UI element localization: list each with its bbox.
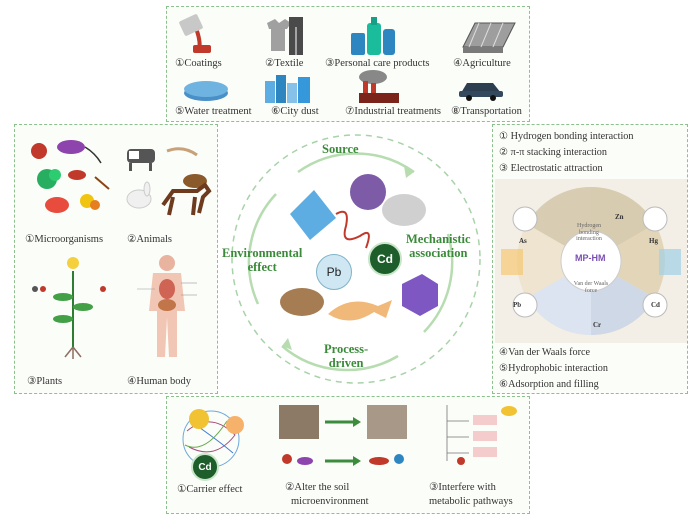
label-process: Process- driven <box>324 342 368 371</box>
process-carrier-effect: ①Carrier effect <box>177 484 243 495</box>
pb-label: Pb <box>326 265 342 279</box>
mech-adsorption: ⑥Adsorption and filling <box>499 379 599 390</box>
label-process-line1: Process- <box>324 342 369 356</box>
wheel-center-label: MP-HM <box>575 253 606 263</box>
wheel-metal-zn: Zn <box>615 213 624 221</box>
process-alter-soil-line2: microenvironment <box>291 496 369 507</box>
wheel-segment-hydrogen: Hydrogen bonding interaction <box>576 223 602 243</box>
effect-microorganisms: ①Microorganisms <box>25 234 104 245</box>
label-mechanistic-line2: association <box>409 246 468 261</box>
label-process-line2: driven <box>328 356 364 371</box>
water-treatment-icon <box>184 81 228 101</box>
mech-van-der-waals: ④Van der Waals force <box>499 347 590 358</box>
paint-bucket-icon <box>179 14 211 53</box>
label-env-line2: effect <box>247 260 277 275</box>
mechanism-wheel <box>495 179 687 343</box>
source-industrial: ⑦Industrial treatments <box>345 106 442 117</box>
microplastic-particles <box>280 174 438 321</box>
greenhouse-icon <box>462 22 516 53</box>
source-personal-care: ③Personal care products <box>325 58 430 69</box>
carrier-effect-icon <box>182 409 244 468</box>
clothing-icon <box>267 17 303 55</box>
city-buildings-icon <box>265 75 310 103</box>
mech-hydrophobic: ⑤Hydrophobic interaction <box>499 363 608 374</box>
wheel-metal-hg: Hg <box>649 237 658 245</box>
wheel-metal-cr: Cr <box>593 321 602 329</box>
effect-plants: ③Plants <box>27 376 63 387</box>
process-driven-panel: Cd ①Carrier effect ②Alter the soil micro… <box>166 396 530 514</box>
wheel-metal-cd: Cd <box>651 301 660 309</box>
label-mechanistic: Mechanistic association <box>406 232 471 261</box>
pb-circle: Pb <box>316 254 352 290</box>
label-mechanistic-line1: Mechanistic <box>406 232 471 246</box>
process-interfere: ③Interfere with <box>429 482 496 493</box>
label-environmental: Environmental effect <box>222 246 302 275</box>
source-transportation: ⑧Transportation <box>451 106 522 117</box>
label-source: Source <box>322 142 359 156</box>
source-water-treatment: ⑤Water treatment <box>175 106 252 117</box>
center-cycle <box>231 134 481 384</box>
source-agriculture: ④Agriculture <box>453 58 511 69</box>
factory-icon <box>359 70 399 103</box>
human-body-icon <box>137 255 197 357</box>
source-textile: ②Textile <box>265 58 304 69</box>
process-interfere-line2: metabolic pathways <box>429 496 513 507</box>
carrier-cd-label: Cd <box>198 461 212 473</box>
soil-change-icon <box>279 405 407 466</box>
animals-icon <box>126 147 212 216</box>
label-env-line1: Environmental <box>222 246 303 260</box>
effect-animals: ②Animals <box>127 234 172 245</box>
environmental-effect-panel: ①Microorganisms ②Animals ③Plants ④Human … <box>14 124 218 394</box>
wheel-metal-pb: Pb <box>513 301 522 309</box>
process-alter-soil: ②Alter the soil <box>285 482 350 493</box>
source-coatings: ①Coatings <box>175 58 222 69</box>
mech-electrostatic: ③ Electrostatic attraction <box>499 163 603 174</box>
wheel-segment-vdw: Van der Waals force <box>573 281 609 294</box>
cd-label: Cd <box>377 252 393 266</box>
personal-care-icon <box>351 17 395 55</box>
carrier-cd-circle: Cd <box>191 453 219 481</box>
source-city-dust: ⑥City dust <box>271 106 319 117</box>
sources-panel: ①Coatings ②Textile ③Personal care produc… <box>166 6 530 122</box>
wheel-metal-as: As <box>519 237 527 245</box>
mech-hydrogen: ① Hydrogen bonding interaction <box>499 131 634 142</box>
cd-circle: Cd <box>368 242 402 276</box>
car-icon <box>459 83 503 101</box>
mech-pi-stacking: ② π-π stacking interaction <box>499 147 607 158</box>
plant-icon <box>32 257 106 359</box>
microorganisms-icon <box>31 140 110 213</box>
metabolic-pathways-icon <box>446 405 517 465</box>
mechanism-panel: ① Hydrogen bonding interaction ② π-π sta… <box>492 124 688 394</box>
effect-human-body: ④Human body <box>127 376 191 387</box>
